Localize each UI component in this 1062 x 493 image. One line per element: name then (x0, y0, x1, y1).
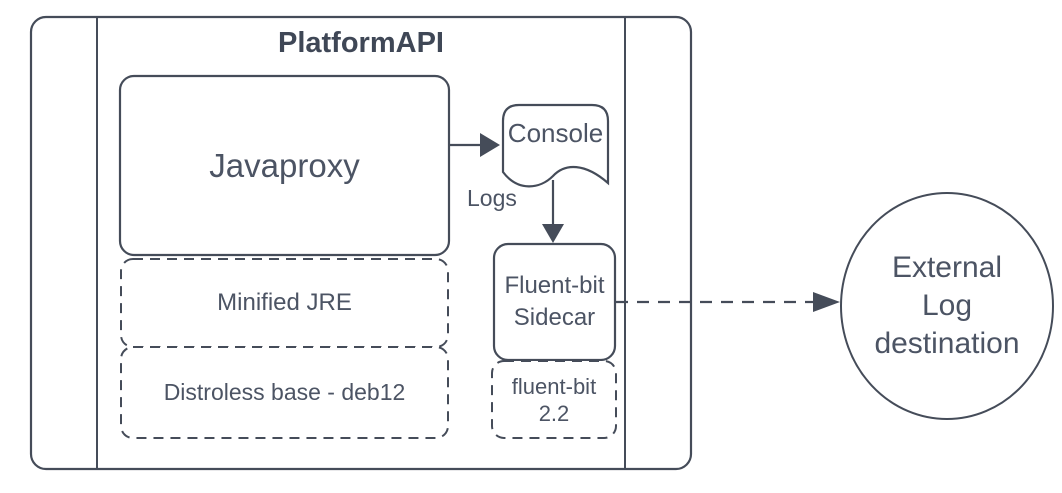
fluentbit-version-label-line1: fluent-bit (511, 373, 597, 399)
fluentbit-version-label: fluent-bit 2.2 (492, 361, 616, 438)
logs-edge-label: Logs (467, 184, 517, 211)
arrow-javaproxy-to-console (450, 133, 500, 157)
external-log-destination-node (840, 192, 1054, 420)
fluentbit-sidecar-label-line2: Sidecar (513, 304, 596, 331)
console-label: Console (507, 117, 604, 148)
fluentbit-version-label-line2: 2.2 (538, 400, 570, 426)
distroless-base-label: Distroless base - deb12 (163, 379, 406, 405)
external-log-destination-label: External Log destination (841, 193, 1053, 419)
distroless-base-node (120, 346, 449, 439)
external-log-destination-line1: External (891, 251, 1003, 284)
fluentbit-sidecar-node (492, 242, 617, 362)
javaproxy-label: Javaproxy (209, 146, 360, 184)
fluentbit-sidecar-label: Fluent-bit Sidecar (494, 244, 615, 360)
fluentbit-version-node (491, 360, 617, 439)
external-log-destination-line3: destination (874, 327, 1020, 360)
minified-jre-label: Minified JRE (217, 289, 352, 316)
minified-jre-node (120, 258, 449, 348)
console-node (501, 103, 610, 188)
platform-title: PlatformAPI (278, 26, 444, 59)
arrow-console-to-fluentbit (542, 180, 564, 243)
fluentbit-sidecar-label-line1: Fluent-bit (504, 272, 605, 299)
dashed-arrow-fluentbit-to-external (616, 292, 840, 312)
javaproxy-node (118, 74, 451, 257)
external-log-destination-line2: Log (921, 289, 973, 322)
